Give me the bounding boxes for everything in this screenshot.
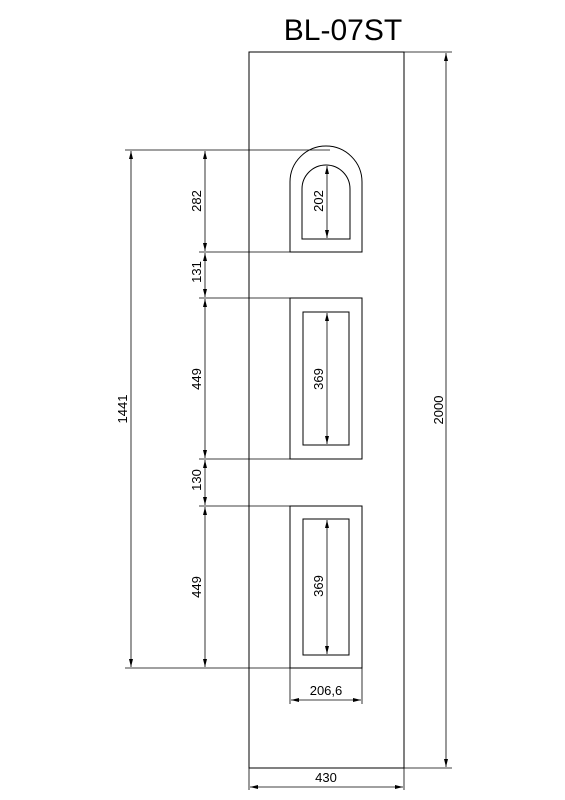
- dim-label-gap-2: 130: [189, 469, 204, 491]
- door-outline: [248, 51, 405, 769]
- dim-label-panel-2-inner: 369: [311, 575, 326, 597]
- dim-label-panel-1-inner: 369: [311, 368, 326, 390]
- drawing-title: BL-07ST: [284, 14, 402, 47]
- dim-label-total-width: 430: [315, 770, 337, 785]
- dim-label-panel-1-height: 449: [189, 368, 204, 390]
- dim-label-panel-width: 206,6: [310, 683, 343, 698]
- dim-label-arch-inner: 202: [311, 190, 326, 212]
- dim-label-panel-2-height: 449: [189, 576, 204, 598]
- panel-1-inner: [302, 311, 350, 446]
- arch-window-outer: [289, 145, 363, 253]
- panel-2-outer: [289, 505, 363, 669]
- panel-2-inner: [302, 518, 350, 656]
- arch-window-inner: [301, 164, 351, 240]
- panel-1-outer: [289, 297, 363, 460]
- dim-label-arch-height: 282: [189, 190, 204, 212]
- dim-label-gap-1: 131: [189, 261, 204, 283]
- dim-label-panel-span: 1441: [115, 395, 130, 424]
- dim-label-total-height: 2000: [431, 396, 446, 425]
